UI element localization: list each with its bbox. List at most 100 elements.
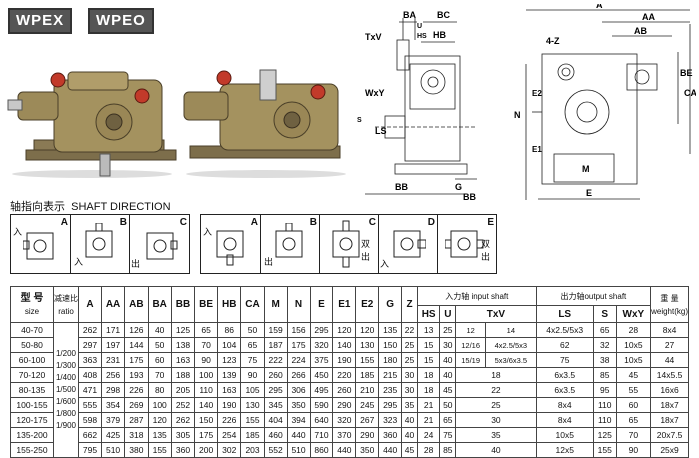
dim-label-wxy: WxY: [365, 88, 385, 98]
dim-label-e1: E1: [532, 145, 542, 154]
shaft-direction-group-1: A 入 B 入 C 出: [10, 214, 190, 274]
table-cell: 144: [124, 337, 149, 353]
table-cell: 590: [309, 397, 334, 413]
dim-label-bc: BC: [437, 10, 450, 20]
table-cell: 18: [416, 367, 441, 383]
table-cell: 320: [332, 412, 357, 428]
direction-a-2: A 入: [201, 215, 261, 273]
table-cell: 8x4: [535, 397, 594, 413]
table-cell: 8x4: [650, 322, 689, 338]
table-cell: 10x5: [615, 352, 652, 368]
table-cell: 140: [332, 337, 357, 353]
header-z: Z: [401, 286, 418, 323]
table-cell: 375: [309, 352, 334, 368]
table-cell: 150: [194, 412, 219, 428]
table-cell: 379: [100, 412, 126, 428]
dim-label-a: A: [596, 4, 603, 10]
table-cell: 35: [401, 397, 418, 413]
table-cell: 4x2.5/5x3: [485, 337, 537, 353]
table-cell: 44: [650, 352, 689, 368]
table-cell: 235: [378, 382, 403, 398]
table-cell: 295: [309, 322, 334, 338]
table-cell: 555: [78, 397, 102, 413]
direction-a: A 入: [11, 215, 71, 273]
dim-label-hs: HS: [417, 33, 427, 40]
table-cell: 222: [263, 352, 288, 368]
dim-label-m: M: [582, 164, 590, 174]
table-cell: 104: [217, 337, 242, 353]
table-cell: 35: [455, 427, 537, 443]
header-hs: HS: [416, 305, 441, 323]
table-cell: 75: [535, 352, 594, 368]
table-cell: 24: [416, 427, 441, 443]
table-cell: 155: [355, 352, 380, 368]
table-cell: 363: [78, 352, 102, 368]
dim-label-bb: BB: [395, 182, 408, 192]
table-cell: 860: [309, 442, 334, 458]
table-cell: 360: [170, 442, 196, 458]
table-cell: 290: [332, 397, 357, 413]
table-cell: 12/16: [455, 337, 487, 353]
header-ab: AB: [124, 286, 149, 323]
header-e1: E1: [332, 286, 357, 323]
table-cell: 662: [78, 427, 102, 443]
table-cell: 710: [309, 427, 334, 443]
table-cell: 90: [194, 352, 219, 368]
table-cell: 254: [217, 427, 242, 443]
table-cell: 298: [100, 382, 126, 398]
table-cell: 6x3.5: [535, 382, 594, 398]
ratio-value: 1/400: [55, 373, 77, 382]
table-cell: 20x7.5: [650, 427, 689, 443]
table-cell: 138: [170, 337, 196, 353]
ratio-value: 1/200: [55, 349, 77, 358]
table-cell: 220: [332, 367, 357, 383]
table-cell: 25: [455, 397, 537, 413]
table-cell: 27: [650, 337, 689, 353]
header-e: E: [309, 286, 334, 323]
table-cell: 193: [124, 367, 149, 383]
table-cell: 28: [615, 322, 652, 338]
header-n: N: [286, 286, 311, 323]
table-cell: 70: [147, 367, 172, 383]
table-cell: 85: [439, 442, 457, 458]
table-cell: 215: [378, 367, 403, 383]
table-cell: 139: [217, 367, 242, 383]
table-cell: 135: [147, 427, 172, 443]
model-badge-wpex: WPEX: [8, 8, 73, 34]
table-cell: 50: [240, 322, 265, 338]
dim-label-ca: CA: [684, 88, 696, 98]
table-cell: 163: [170, 352, 196, 368]
table-cell: 28: [416, 442, 441, 458]
table-cell: 226: [217, 412, 242, 428]
table-cell: 40: [147, 322, 172, 338]
dim-label-s: S: [357, 117, 362, 124]
table-cell: 5x3/6x3.5: [485, 352, 537, 368]
dim-label-e: E: [586, 188, 592, 198]
table-cell: 370: [332, 427, 357, 443]
header-txv: TxV: [455, 305, 537, 323]
table-cell: 25: [439, 322, 457, 338]
header-e2: E2: [355, 286, 380, 323]
table-cell: 408: [78, 367, 102, 383]
table-cell: 86: [217, 322, 242, 338]
table-cell: 105: [240, 382, 265, 398]
direction-d: D 入: [378, 215, 438, 273]
direction-c: C 出: [131, 217, 187, 270]
table-cell: 175: [286, 337, 311, 353]
table-cell: 197: [100, 337, 126, 353]
table-cell: 323: [378, 412, 403, 428]
table-cell: 45: [439, 382, 457, 398]
header-wxy: WxY: [615, 305, 652, 323]
table-cell: 110: [194, 382, 219, 398]
dim-label-ba: BA: [403, 10, 416, 20]
table-cell: 156: [286, 322, 311, 338]
table-cell: 260: [263, 367, 288, 383]
table-cell: 302: [217, 442, 242, 458]
table-cell: 795: [78, 442, 102, 458]
table-cell: 65: [439, 412, 457, 428]
table-cell: 14: [485, 322, 537, 338]
header-hb: HB: [217, 286, 242, 323]
